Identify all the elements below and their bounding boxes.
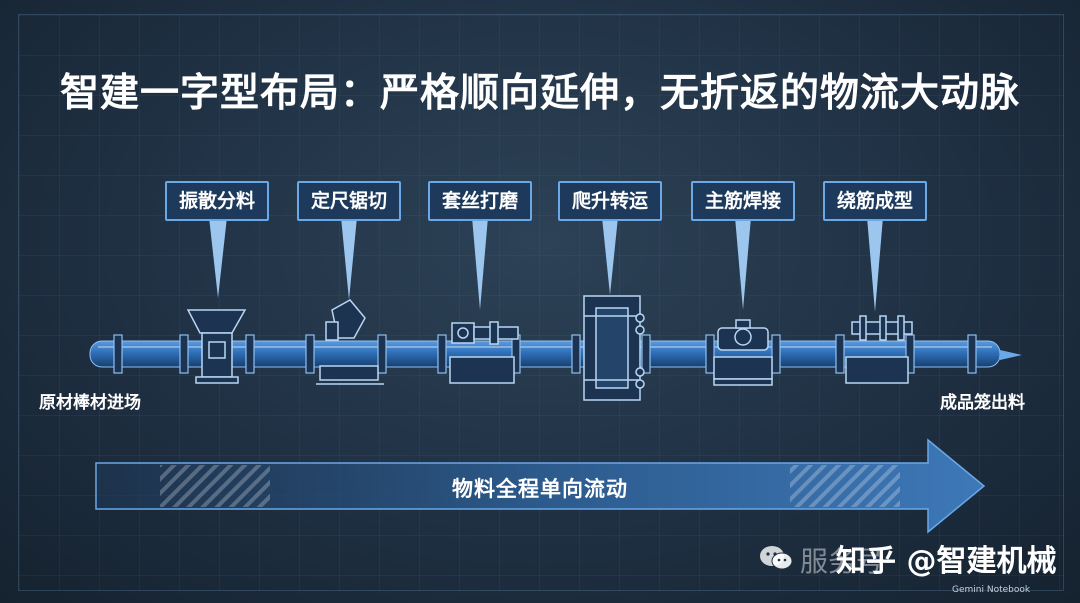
saw-machine-icon: [316, 299, 384, 385]
hopper-machine-icon: [186, 309, 247, 384]
station-label-1: 振散分料: [165, 181, 270, 221]
end-label: 成品笼出料: [940, 393, 1025, 413]
flow-arrow: [95, 438, 986, 534]
credit-text: Gemini Notebook: [952, 585, 1031, 595]
station-label-4: 爬升转运: [558, 181, 663, 221]
flow-label: 物料全程单向流动: [452, 477, 628, 501]
callout-pointers: [209, 217, 883, 312]
station-label-5: 主筋焊接: [691, 181, 796, 221]
page-title: 智建一字型布局：严格顺向延伸，无折返的物流大动脉: [59, 71, 1020, 116]
watermark-faded-text: 服务号: [800, 545, 885, 578]
start-label: 原材棒材进场: [39, 393, 141, 413]
wechat-icon: [760, 546, 793, 570]
station-label-6: 绕筋成型: [823, 181, 928, 221]
station-label-3: 套丝打磨: [428, 181, 533, 221]
watermark-handle: 知乎 @智建机械: [836, 544, 1057, 579]
winding-machine-icon: [845, 315, 913, 384]
station-label-2: 定尺锯切: [297, 181, 402, 221]
pipe-direction-arrow: [1000, 350, 1022, 360]
welding-machine-icon: [713, 319, 773, 386]
threading-machine-icon: [449, 321, 519, 384]
lift-frame-icon: [583, 295, 645, 401]
